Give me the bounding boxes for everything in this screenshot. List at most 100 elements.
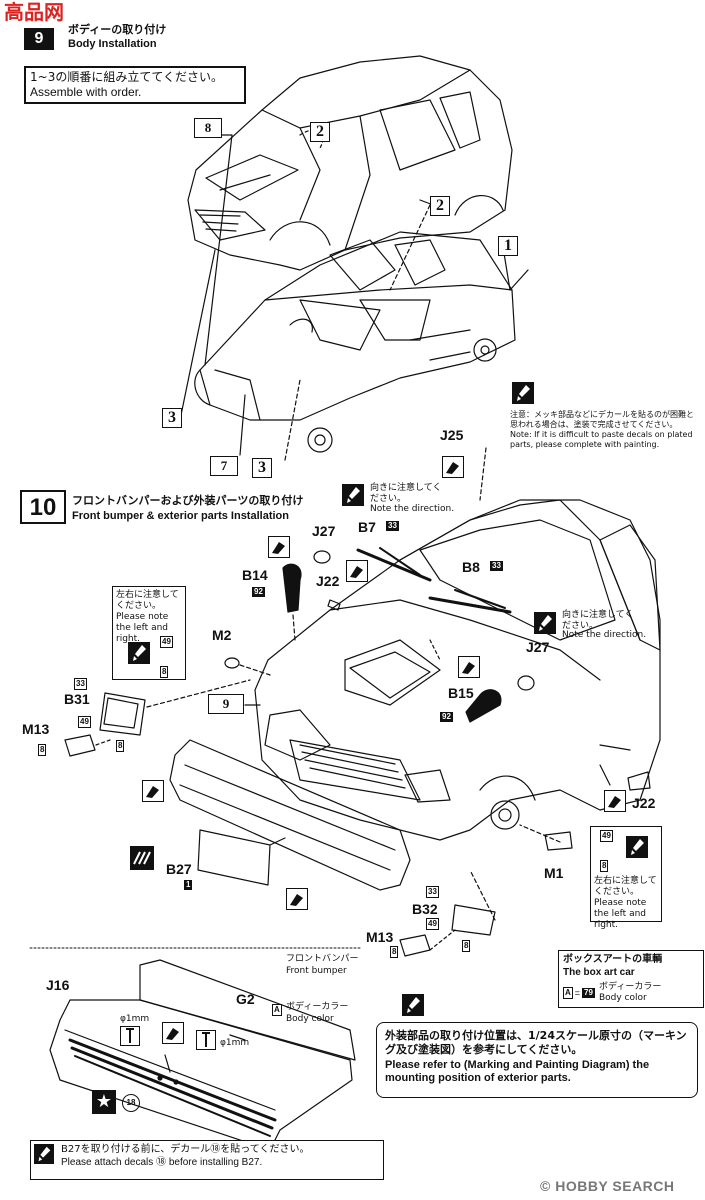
bumper-color-jp: ボディーカラー xyxy=(286,1002,349,1012)
star-decal-icon: ★ xyxy=(92,1090,116,1114)
paint-brush-icon xyxy=(34,1144,54,1164)
box-art-color-en: Body color xyxy=(598,992,647,1003)
color-33-tag: 33 xyxy=(74,678,87,690)
box-art-title-jp: ボックスアートの車輌 xyxy=(563,954,663,965)
part-body-9-label: 9 xyxy=(208,694,244,714)
bumper-detail-drawing xyxy=(49,959,356,1151)
decal-note-box: B27を取り付ける前に、デカール⑱を貼ってください。 Please attach… xyxy=(30,1140,384,1180)
paint-brush-icon xyxy=(402,994,424,1016)
part-B8-label: B8 xyxy=(462,559,480,575)
lr-note-jp-2: 左右に注意してください。 xyxy=(594,876,657,897)
decal-note-en: Please attach decals ⑱ before installing… xyxy=(61,1156,263,1168)
part-J25-label: J25 xyxy=(440,427,464,443)
lr-note-en-1: Please note the left and right. xyxy=(116,612,169,644)
part-B27-label: B27 xyxy=(166,861,192,877)
color-code-number: 79 xyxy=(582,987,595,998)
box-art-color-jp: ボディーカラー xyxy=(598,982,662,992)
step10-title-en: Front bumper & exterior parts Installati… xyxy=(72,510,289,522)
part-B32-label: B32 xyxy=(412,901,438,917)
part-M2-label: M2 xyxy=(212,627,232,643)
chrome-note-en: Note: If it is difficult to paste decals… xyxy=(510,430,693,449)
glue-icon xyxy=(286,888,308,910)
part-J22b-label: J22 xyxy=(632,795,656,811)
bumper-title-en: Front bumper xyxy=(286,966,347,976)
direction-note-jp-2: 向きに注意してください。 xyxy=(562,610,634,631)
seq-3a: 3 xyxy=(162,408,182,428)
footer-brand: © HOBBY SEARCH xyxy=(540,1178,675,1194)
direction-note-en-1: Note the direction. xyxy=(370,504,455,514)
color-49-tag: 49 xyxy=(160,636,173,648)
color-code-letter: A xyxy=(563,986,573,999)
color-33-tag: 33 xyxy=(426,886,439,898)
glue-icon xyxy=(604,790,626,812)
box-art-title-en: The box art car xyxy=(563,966,635,978)
step9-title-jp: ボディーの取り付け xyxy=(68,23,167,36)
color-8-tag: 8 xyxy=(160,666,169,678)
car-front-drawing xyxy=(254,499,661,841)
bumper-color-letter: A xyxy=(272,1004,282,1016)
color-92-tag: 92 xyxy=(252,587,265,597)
drill-icon xyxy=(196,1030,216,1050)
drill-size-1: φ1mm xyxy=(120,1014,150,1024)
decal-18-badge: 18 xyxy=(122,1094,140,1112)
color-8-tag: 8 xyxy=(38,744,47,756)
color-33-tag: 33 xyxy=(490,561,503,571)
color-8-tag: 8 xyxy=(462,940,471,952)
color-92-tag: 92 xyxy=(440,712,453,722)
part-G2-label: G2 xyxy=(236,991,255,1007)
direction-note-jp-1: 向きに注意してください。 xyxy=(370,483,442,504)
part-J27b-label: J27 xyxy=(526,639,550,655)
step9-number: 9 xyxy=(24,28,54,50)
box-art-panel: ボックスアートの車輌 The box art car A = 79 ボディーカラ… xyxy=(558,950,704,1008)
step10-number: 10 xyxy=(20,490,66,524)
part-M13b-label: M13 xyxy=(366,929,394,945)
mounting-note-jp: 外装部品の取り付け位置は、1/24スケール原寸の（マーキング及び塗装図）を参考に… xyxy=(385,1029,687,1056)
lr-note-jp-1: 左右に注意してください。 xyxy=(116,590,179,611)
paint-brush-icon xyxy=(626,836,648,858)
part-M1-label: M1 xyxy=(544,865,564,881)
drill-icon xyxy=(120,1026,140,1046)
color-49-tag: 49 xyxy=(600,830,613,842)
glue-icon xyxy=(162,1022,184,1044)
mounting-note-box: 外装部品の取り付け位置は、1/24スケール原寸の（マーキング及び塗装図）を参考に… xyxy=(376,1022,698,1098)
part-chassis-label: 7 xyxy=(210,456,238,476)
part-B31-label: B31 xyxy=(64,691,90,707)
step9-note-en: Assemble with order. xyxy=(30,85,142,99)
part-J22a-label: J22 xyxy=(316,573,340,589)
color-8-tag: 8 xyxy=(116,740,125,752)
paint-brush-icon xyxy=(512,382,534,404)
step9-note-jp: 1~3の順番に組み立ててください。 xyxy=(30,70,223,84)
seq-3b: 3 xyxy=(252,458,272,478)
seq-1: 1 xyxy=(498,236,518,256)
part-B14-label: B14 xyxy=(242,567,268,583)
color-49-tag: 49 xyxy=(426,918,439,930)
paint-brush-icon xyxy=(342,484,364,506)
left-right-note-box xyxy=(112,586,186,680)
mounting-note-en: Please refer to (Marking and Painting Di… xyxy=(385,1058,650,1085)
direction-note-en-2: Note the direction. xyxy=(562,630,647,640)
bumper-drawing xyxy=(169,739,411,891)
glue-icon xyxy=(142,780,164,802)
decal-icon xyxy=(130,846,154,870)
part-B15-label: B15 xyxy=(448,685,474,701)
part-body-label: 8 xyxy=(194,118,222,138)
glue-icon xyxy=(346,560,368,582)
chrome-note-jp: 注意：メッキ部品などにデカールを貼るのが困難と思われる場合は、塗装で完成させてく… xyxy=(510,410,694,429)
part-B7-label: B7 xyxy=(358,519,376,535)
glue-icon xyxy=(442,456,464,478)
paint-brush-icon xyxy=(534,612,556,634)
step9-title-en: Body Installation xyxy=(68,38,157,50)
color-33-tag: 33 xyxy=(386,521,399,531)
part-M13a-label: M13 xyxy=(22,721,50,737)
seq-2b: 2 xyxy=(430,196,450,216)
step10-title-jp: フロントバンパーおよび外装パーツの取り付け xyxy=(72,494,304,507)
watermark-text: 高品网 xyxy=(4,0,64,24)
decal-note-jp: B27を取り付ける前に、デカール⑱を貼ってください。 xyxy=(61,1144,310,1155)
body-shell-drawing xyxy=(187,55,513,271)
color-49-tag: 49 xyxy=(78,716,91,728)
color-8-tag: 8 xyxy=(390,946,399,958)
part-J27a-label: J27 xyxy=(312,523,336,539)
drill-size-2: φ1mm xyxy=(220,1038,250,1048)
glue-icon xyxy=(268,536,290,558)
